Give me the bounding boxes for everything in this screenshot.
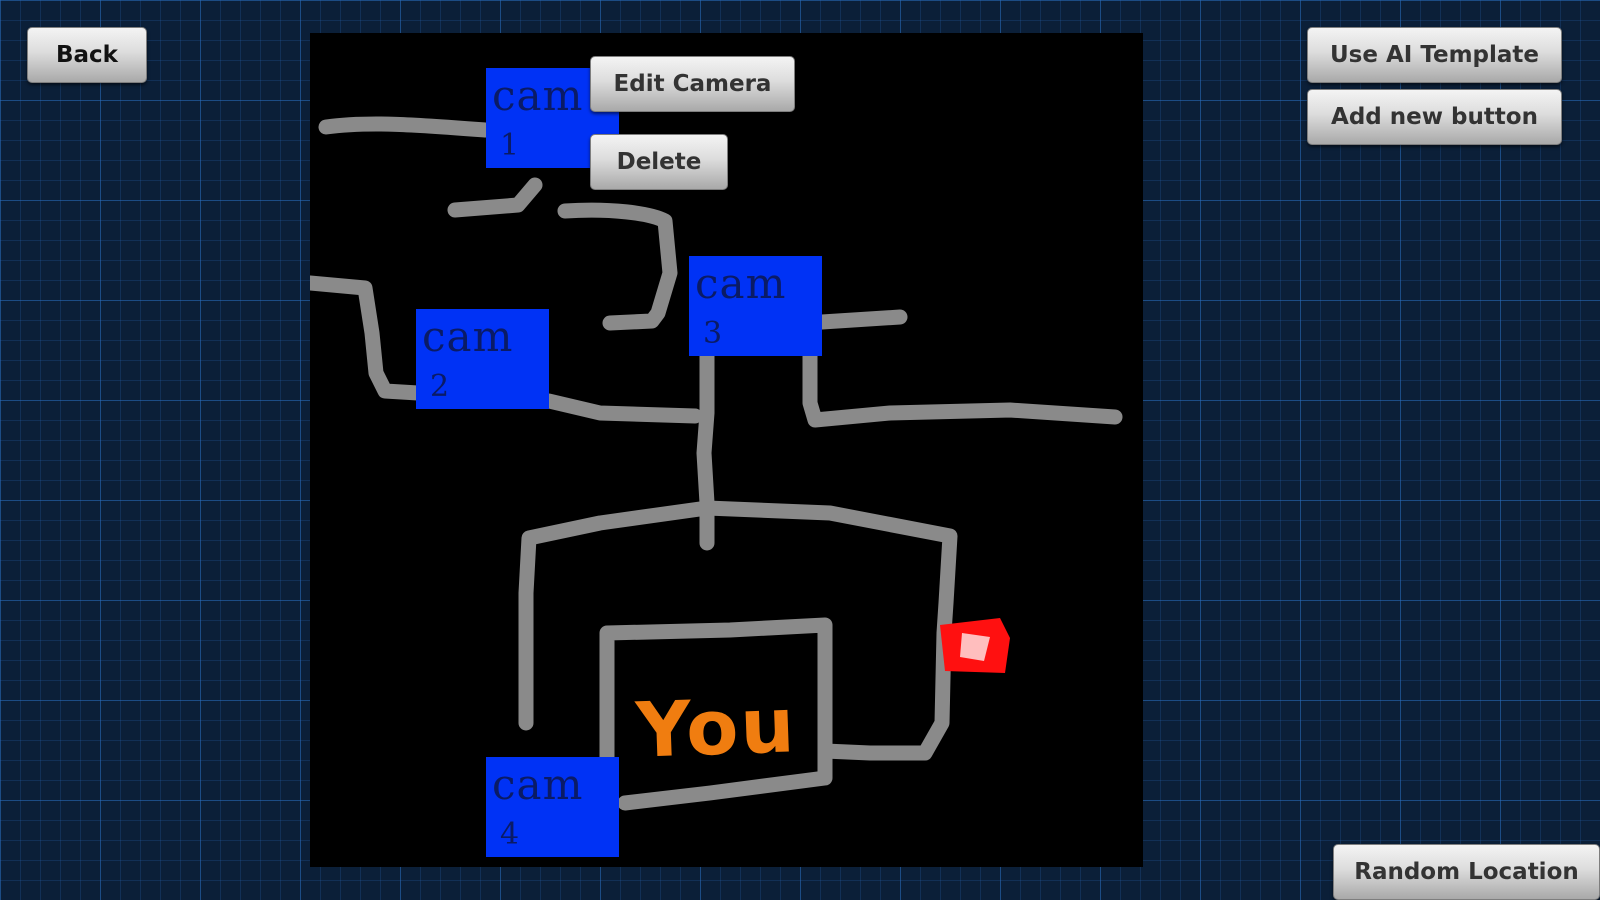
corridor-inner-room [599,617,833,811]
cam-label: cam [695,259,787,308]
corridor-top-left [318,116,493,138]
exit-marker [940,618,1010,673]
corridor-cam3-right [814,309,908,330]
cam-number: 3 [703,316,723,351]
corridor-mid [541,393,703,424]
corridor-right-long [802,348,1123,428]
delete-camera-button[interactable]: Delete [590,134,728,190]
corridor-paths [310,116,1123,811]
cam-label: cam [422,312,514,361]
player-location-label: You [634,680,798,775]
random-location-button[interactable]: Random Location [1333,844,1600,900]
cam-number: 2 [430,369,450,404]
cam-2-button[interactable]: cam 2 [416,309,549,409]
cam-number: 4 [500,817,520,852]
cam-label: cam [492,760,584,809]
corridor-outer-loop [518,500,958,761]
cam-4-button[interactable]: cam 4 [486,757,619,857]
use-ai-template-button[interactable]: Use AI Template [1307,27,1562,83]
corridor-vertical-main [696,348,715,551]
edit-camera-button[interactable]: Edit Camera [590,56,795,112]
back-button[interactable]: Back [27,27,147,83]
corridor-top-branch [447,177,678,331]
cam-1-button[interactable]: cam 1 [486,68,619,168]
cam-3-button[interactable]: cam 3 [689,256,822,356]
cam-number: 1 [500,128,520,163]
add-new-button-button[interactable]: Add new button [1307,89,1562,145]
cam-label: cam [492,71,584,120]
corridor-left-loop [310,275,426,401]
